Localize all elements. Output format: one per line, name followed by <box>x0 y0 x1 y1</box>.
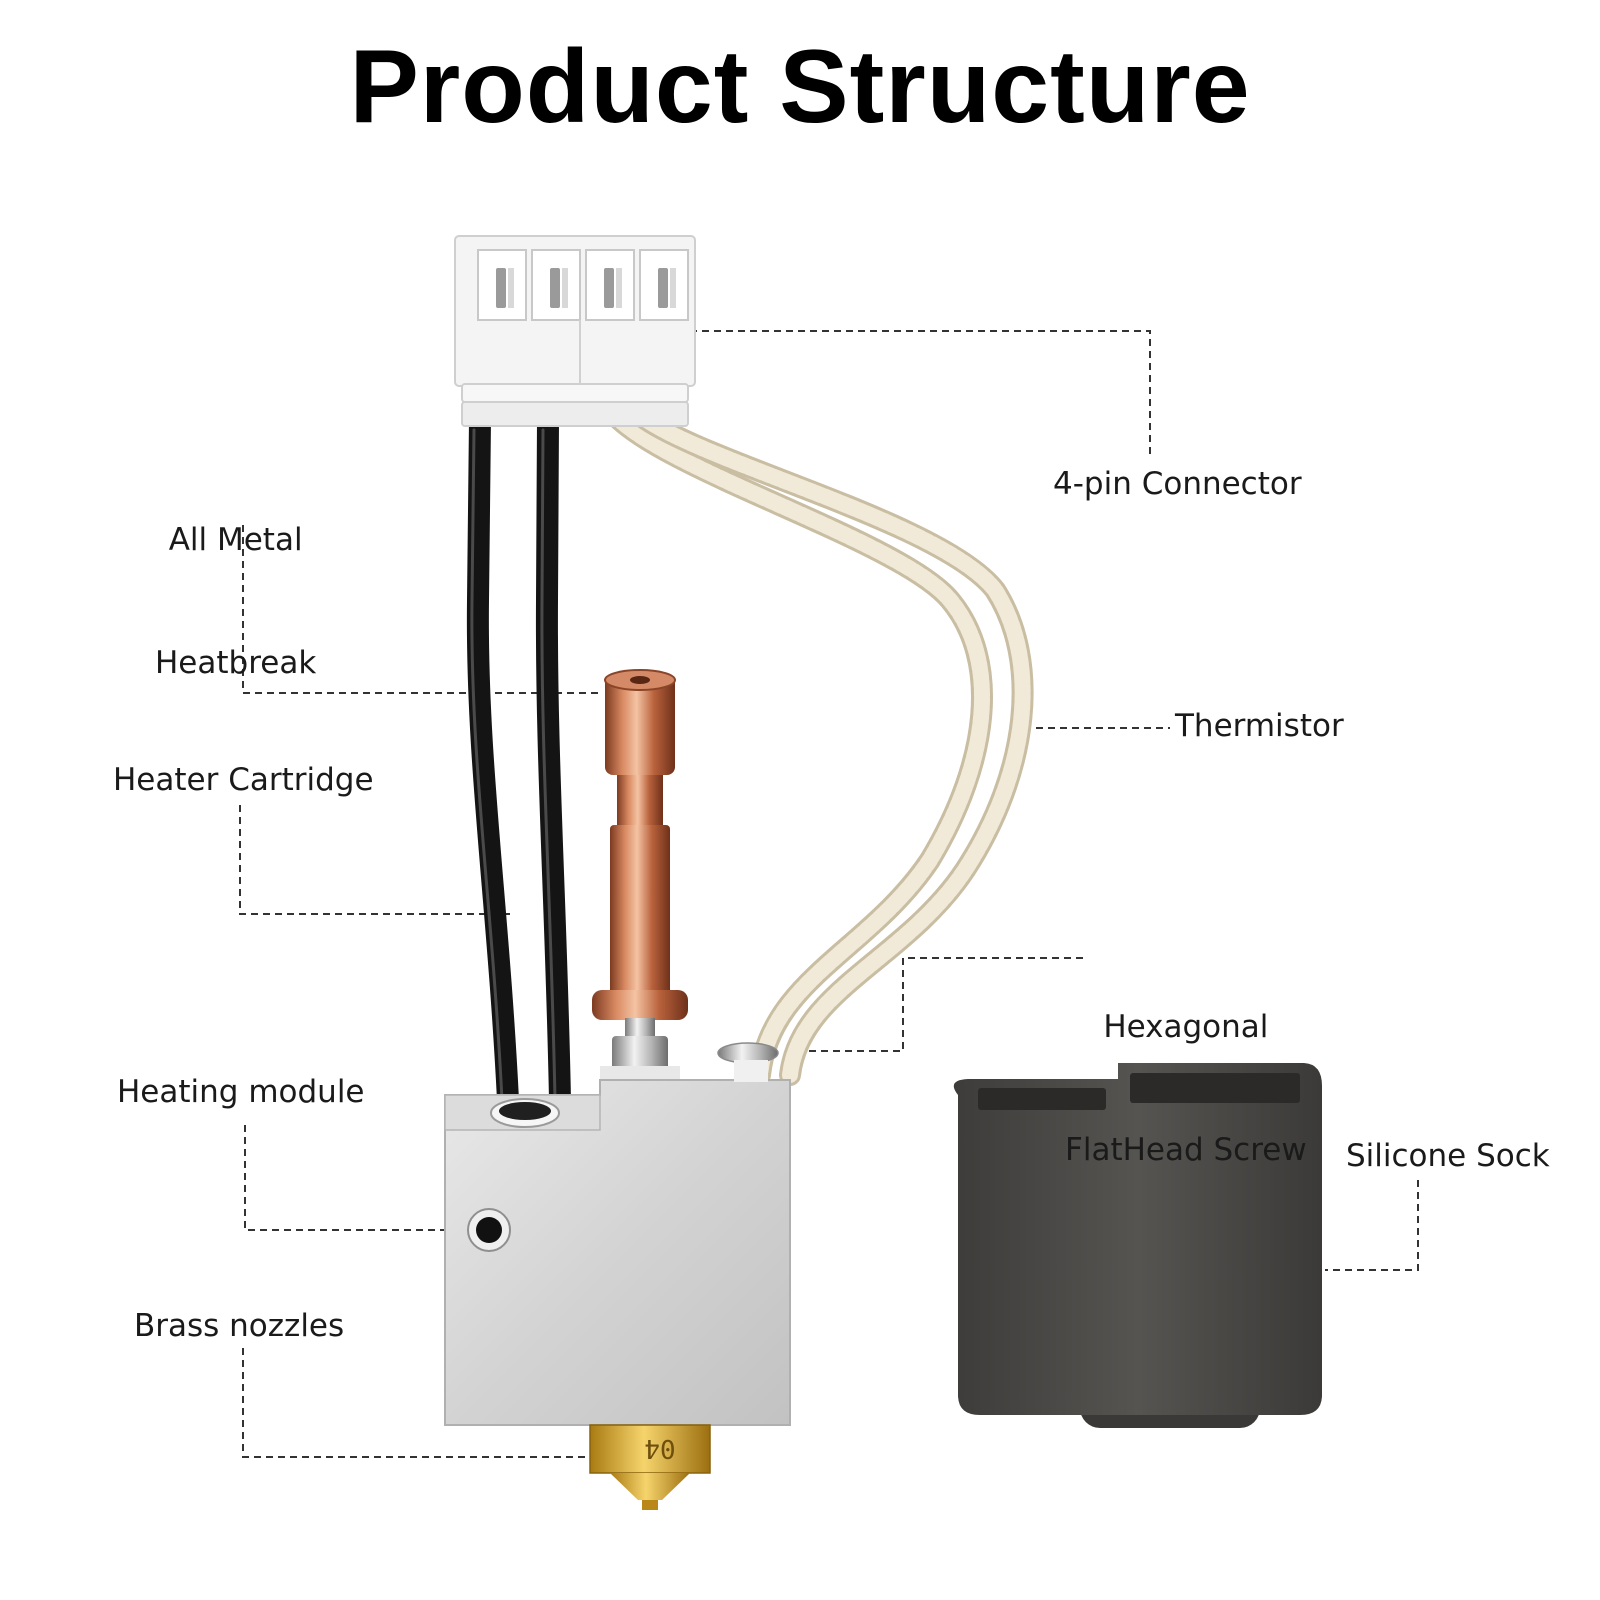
label-screw-line2: FlatHead Screw <box>1065 1132 1307 1168</box>
label-heatbreak: All Metal Heatbreak <box>155 438 316 725</box>
label-heating-module: Heating module <box>117 1074 365 1110</box>
label-brass-nozzles: Brass nozzles <box>134 1308 345 1344</box>
label-connector: 4-pin Connector <box>1053 466 1302 502</box>
leader-heater-cartridge <box>239 805 512 915</box>
leader-screw <box>795 957 1083 1052</box>
leader-nozzles <box>242 1348 636 1458</box>
label-heater-cartridge: Heater Cartridge <box>113 762 374 798</box>
heatbreak-copper <box>592 669 688 1080</box>
leader-heatbreak <box>242 525 600 694</box>
label-screw: Hexagonal FlatHead Screw <box>1065 925 1307 1212</box>
leader-sock <box>1325 1180 1419 1271</box>
silicone-sock <box>953 1063 1322 1428</box>
heater-cables <box>466 409 571 1111</box>
thermistor-wires <box>601 401 1034 1086</box>
label-heatbreak-line1: All Metal <box>168 522 303 558</box>
page-title: Product Structure <box>349 29 1251 145</box>
label-screw-line1: Hexagonal <box>1103 1009 1269 1045</box>
connector-4pin <box>454 235 696 427</box>
label-thermistor: Thermistor <box>1175 708 1344 744</box>
brass-nozzle <box>589 1424 711 1510</box>
nozzle-marking: 04 <box>644 1433 675 1463</box>
label-silicone-sock: Silicone Sock <box>1346 1138 1550 1174</box>
heater-block <box>444 1042 791 1426</box>
leader-lines <box>239 330 1419 1458</box>
label-heatbreak-line2: Heatbreak <box>155 645 317 681</box>
leader-connector <box>630 330 1151 455</box>
